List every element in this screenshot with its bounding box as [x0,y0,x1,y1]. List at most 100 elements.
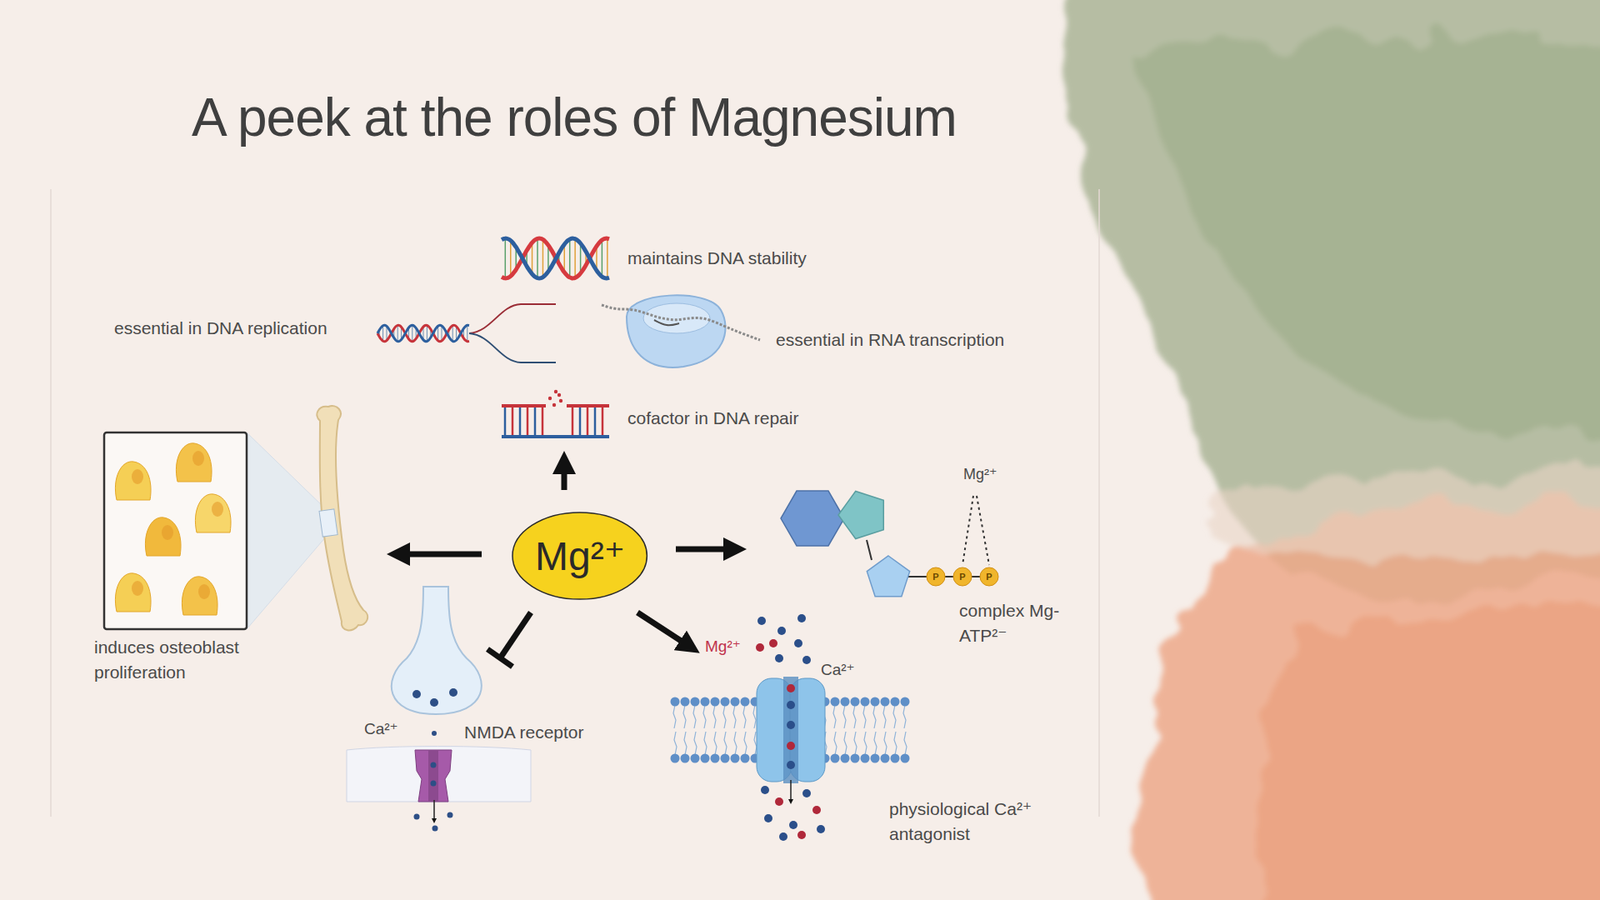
slide-title: A peek at the roles of Magnesium [191,86,957,149]
nmda-synapse-part [414,814,420,820]
calcium-channel-part [786,684,795,693]
calcium-channel-part [730,754,740,764]
dna-helix-part [569,239,571,278]
calcium-channel-part [830,697,840,707]
calcium-channel-part [693,705,697,755]
bone-inset-part [181,576,218,615]
nmda-synapse [346,586,531,832]
bone-inset-part [115,573,151,612]
dna-repair-part [557,393,561,397]
nmda-synapse-part [412,690,421,699]
calcium-channel-part [720,754,730,764]
bone-inset-part [198,584,210,600]
receptor-label: NMDA receptor [464,720,585,745]
dna-repair [501,390,610,437]
mg-atp-molecule-part [953,567,972,586]
bone-inset-part [319,509,338,537]
dna-helix-part [574,239,576,279]
phosphate-label: P [985,572,992,582]
frame-line [50,189,52,817]
rna-polymerase [601,295,760,368]
watercolor-wash-part [1143,500,1600,900]
calcium-channel-part [900,697,910,707]
calcium-channel-part [680,697,690,707]
calcium-channel-part [680,754,690,764]
arrow-part [637,612,690,647]
calcium-channel-part [816,825,825,834]
calcium-channel-part [690,697,700,707]
ion-label: Ca²⁺ [364,717,399,741]
function-label: cofactor in DNA repair [627,405,799,431]
ion-label: Mg²⁺ [705,635,741,659]
arrow-part [561,462,568,490]
calcium-channel-part [755,643,765,652]
calcium-channel-part [797,614,806,623]
calcium-channel-part [786,700,795,710]
mg-atp-molecule-part [962,495,990,565]
dna-helix-part [536,238,539,278]
dna-repair-part [554,390,558,394]
nmda-synapse-part [447,812,454,819]
magnesium-ion-ellipse: Mg²⁺ [510,510,649,601]
bone-inset-part [192,450,205,466]
nmda-synapse-part [431,730,437,736]
dna-repair-part [559,399,563,403]
dna-repair-part [571,405,575,435]
nmda-synapse-part [430,762,437,769]
bone-inset-part [316,405,368,630]
calcium-channel-part [743,705,747,755]
bone-inset-part [246,432,327,630]
calcium-channel-part [843,705,847,755]
nmda-synapse-part [433,800,435,821]
bone-inset-part [145,517,181,556]
replication-fork-part [441,325,443,342]
calcium-channel-part [789,820,798,830]
ion-symbol: Mg²⁺ [535,532,625,580]
calcium-channel-part [670,697,680,707]
calcium-channel-part [802,655,811,665]
calcium-channel-part [720,697,730,707]
bone-inset [104,405,368,630]
dna-repair-part [552,403,556,407]
calcium-channel-part [833,705,837,755]
calcium-channel-part [802,789,811,798]
calcium-channel-part [903,705,907,755]
calcium-channel-part [740,754,750,764]
inhibition-bar-part [487,649,513,667]
calcium-channel-part [757,616,766,625]
replication-fork-part [452,325,454,341]
frame-line [1098,189,1100,817]
calcium-channel-part [893,705,897,755]
calcium-channel-part [723,705,727,755]
phosphate-label: P [959,572,965,582]
calcium-channel [670,614,910,841]
replication-fork-part [469,333,556,363]
calcium-channel-part [783,676,799,784]
function-label: essential in RNA transcription [775,327,1005,353]
nmda-synapse-part [391,586,482,715]
dna-helix-part [501,238,610,279]
function-label: induces osteoblast proliferation [94,635,286,686]
mg-atp-molecule-part [780,490,845,546]
calcium-channel-part [710,697,720,707]
watercolor-wash-part [1065,0,1600,590]
calcium-channel-part [830,754,840,764]
ion-label: Ca²⁺ [820,658,855,682]
replication-fork-part [377,325,470,341]
mg-atp-molecule-part [926,567,945,586]
mg-atp-molecule-part [980,567,999,586]
nmda-synapse-part [428,750,439,802]
calcium-channel-part [786,741,795,750]
calcium-channel-part [690,754,700,764]
calcium-channel-part [850,697,860,707]
calcium-channel-part [670,754,680,764]
watercolor-wash-part [1260,600,1600,900]
nmda-synapse-part [432,825,439,832]
replication-fork-part [397,325,399,342]
function-label: essential in DNA replication [114,315,328,341]
replication-fork-part [469,304,556,334]
calcium-channel-part [777,626,786,635]
bone-inset-part [131,469,144,485]
arrow-part [675,546,735,553]
